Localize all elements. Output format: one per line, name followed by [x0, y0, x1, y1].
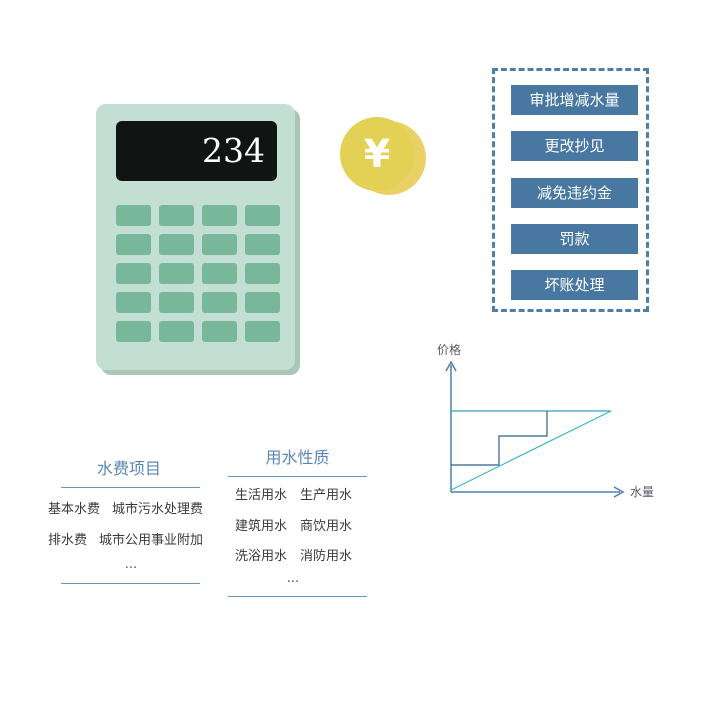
fee-items-bottom-rule	[61, 583, 200, 584]
calculator-key	[159, 292, 194, 313]
fee-item: 基本水费	[48, 502, 101, 517]
calculator-key	[159, 205, 194, 226]
calculator-key	[116, 263, 151, 284]
panel-item-waive-penalty[interactable]: 减免违约金	[511, 178, 638, 208]
panel-item-bad-debt[interactable]: 坏账处理	[511, 270, 638, 300]
calculator-key	[245, 321, 280, 342]
x-axis-arrow	[613, 486, 625, 498]
calculator-key	[116, 234, 151, 255]
fee-item: 排水费	[48, 533, 88, 548]
calculator-key	[202, 292, 237, 313]
calculator-key	[202, 263, 237, 284]
calculator-key	[116, 205, 151, 226]
water-use-bottom-rule	[228, 596, 367, 597]
water-use-title: 用水性质	[265, 448, 330, 467]
tiered-price-line	[451, 411, 548, 466]
calculator-key	[245, 292, 280, 313]
fee-items-more: ...	[124, 557, 138, 572]
water-use-item: 生产用水	[300, 488, 353, 503]
water-use-more: ...	[286, 571, 300, 586]
water-use-item: 消防用水	[300, 549, 353, 564]
fee-items-title: 水费项目	[96, 459, 161, 478]
fee-item: 城市污水处理费	[112, 502, 204, 517]
calculator-key	[159, 263, 194, 284]
calculator-key	[245, 234, 280, 255]
calculator-key	[116, 292, 151, 313]
adjustment-panel: 审批增减水量 更改抄见 减免违约金 罚款 坏账处理	[492, 68, 649, 312]
yuan-symbol: ¥	[363, 132, 391, 176]
yuan-coin-icon: ¥	[340, 117, 414, 191]
panel-item-change-reading[interactable]: 更改抄见	[511, 131, 638, 161]
calculator-key	[159, 321, 194, 342]
calculator-key	[202, 234, 237, 255]
chart-y-label: 价格	[437, 343, 462, 357]
calculator-key	[245, 263, 280, 284]
calculator-display-value: 234	[202, 131, 265, 170]
water-use-item: 生活用水	[235, 488, 288, 503]
water-use-top-rule	[228, 476, 367, 477]
calculator-key	[202, 205, 237, 226]
calculator-key	[116, 321, 151, 342]
y-axis-arrow	[445, 360, 457, 372]
calculator-key	[159, 234, 194, 255]
fee-items-top-rule	[61, 487, 200, 488]
water-use-item: 洗浴用水	[235, 549, 288, 564]
cumulative-cost-line	[450, 410, 612, 491]
calculator-key	[202, 321, 237, 342]
calculator-keypad	[116, 205, 280, 342]
calculator-display: 234	[116, 121, 277, 181]
water-use-item: 建筑用水	[235, 519, 288, 534]
panel-item-approve-water-adjustment[interactable]: 审批增减水量	[511, 85, 638, 115]
calculator-key	[245, 205, 280, 226]
water-use-item: 商饮用水	[300, 519, 353, 534]
panel-item-fine[interactable]: 罚款	[511, 224, 638, 254]
chart-x-label: 水量	[630, 485, 655, 499]
calculator-icon: 234	[96, 104, 295, 370]
fee-item: 城市公用事业附加	[99, 533, 204, 548]
